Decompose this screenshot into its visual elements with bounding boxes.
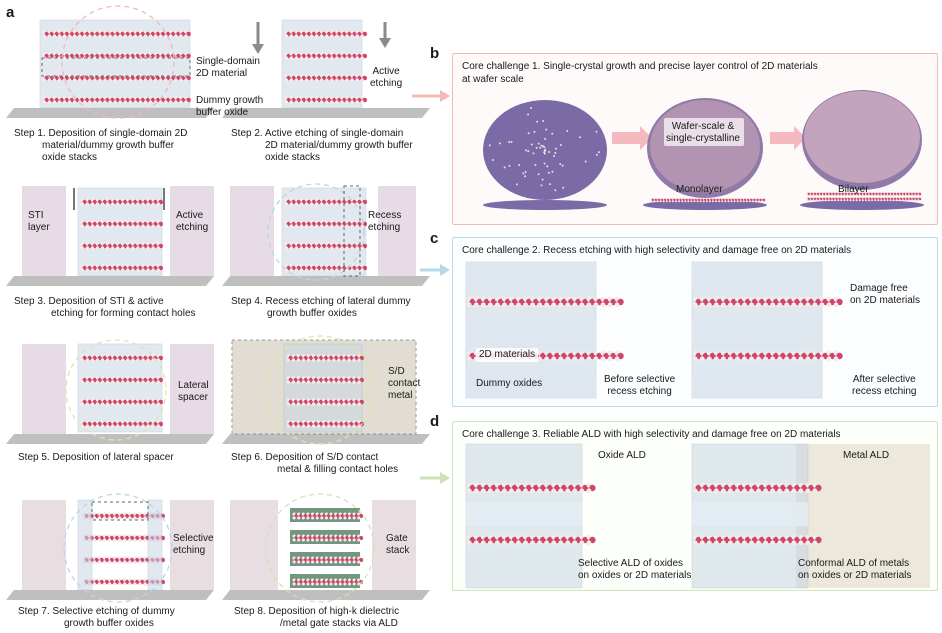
- before-2: recess etching: [604, 386, 675, 398]
- step-8-line-1: Step 8. Deposition of high-k dielectric: [234, 606, 399, 618]
- label-sd-2: contact: [388, 378, 420, 390]
- before-1: Before selective: [604, 374, 675, 386]
- step-5-line-1: Step 5. Deposition of lateral spacer: [18, 452, 174, 464]
- label-metal-ald: Metal ALD: [843, 450, 889, 462]
- selective-ald-1: Selective ALD of oxides: [578, 558, 691, 570]
- label-sd-contact: S/D contact metal: [388, 366, 420, 402]
- challenge-1-line-1: Core challenge 1. Single-crystal growth …: [462, 60, 818, 73]
- label-lateral-1: Lateral: [178, 380, 209, 392]
- step-4-line-2: growth buffer oxides: [231, 308, 411, 320]
- label-selective-2: etching: [173, 545, 214, 557]
- label-lateral-spacer: Lateral spacer: [178, 380, 209, 404]
- after-2: recess etching: [852, 386, 916, 398]
- label-dummy-buffer-2: buffer oxide: [196, 107, 263, 119]
- bilayer-label: Bilayer: [838, 184, 869, 196]
- label-before-etching: Before selective recess etching: [604, 374, 675, 398]
- label-recess-2: etching: [368, 222, 401, 234]
- step-7-line-1: Step 7. Selective etching of dummy: [18, 606, 175, 618]
- step-2-line-1: Step 2. Active etching of single-domain: [231, 128, 413, 140]
- step-2-line-3: oxide stacks: [231, 152, 413, 164]
- monolayer-label: Monolayer: [676, 184, 723, 196]
- step-1-line-2: material/dummy growth buffer: [14, 140, 187, 152]
- damage-free-1: Damage free: [850, 283, 920, 295]
- label-active-etching2-2: etching: [176, 222, 208, 234]
- damage-free-2: on 2D materials: [850, 295, 920, 307]
- label-active-etching-1: Active: [370, 66, 402, 78]
- step-6-line-1: Step 6. Deposition of S/D contact: [231, 452, 398, 464]
- label-damage-free: Damage free on 2D materials: [850, 283, 920, 307]
- label-sti-1: STI: [28, 210, 50, 222]
- step-1-line-3: oxide stacks: [14, 152, 187, 164]
- label-lateral-2: spacer: [178, 392, 209, 404]
- arrow-to-d: [420, 472, 450, 484]
- label-selective-ald: Selective ALD of oxides on oxides or 2D …: [578, 558, 691, 582]
- label-selective-etching: Selective etching: [173, 533, 214, 557]
- step-7-line-2: growth buffer oxides: [18, 618, 175, 630]
- label-selective-1: Selective: [173, 533, 214, 545]
- label-dummy-buffer: Dummy growth buffer oxide: [196, 95, 263, 119]
- label-single-domain-2: 2D material: [196, 68, 260, 80]
- step-5-caption: Step 5. Deposition of lateral spacer: [18, 452, 174, 464]
- conformal-ald-1: Conformal ALD of metals: [798, 558, 911, 570]
- step-8-caption: Step 8. Deposition of high-k dielectric …: [234, 606, 399, 630]
- step-3-line-2: etching for forming contact holes: [14, 308, 196, 320]
- step-1-caption: Step 1. Deposition of single-domain 2D m…: [14, 128, 187, 164]
- label-sd-1: S/D: [388, 366, 420, 378]
- label-2d-materials: 2D materials: [476, 348, 538, 362]
- wafer-label-2: single-crystalline: [666, 133, 740, 145]
- step-6-line-2: metal & filling contact holes: [231, 464, 398, 476]
- label-active-etching-2: etching: [370, 78, 402, 90]
- step-3-line-1: Step 3. Deposition of STI & active: [14, 296, 196, 308]
- step-1-line-1: Step 1. Deposition of single-domain 2D: [14, 128, 187, 140]
- label-after-etching: After selective recess etching: [852, 374, 916, 398]
- step-7-caption: Step 7. Selective etching of dummy growt…: [18, 606, 175, 630]
- selective-ald-2: on oxides or 2D materials: [578, 570, 691, 582]
- wafer-label-1: Wafer-scale &: [666, 121, 740, 133]
- step-2-line-2: 2D material/dummy growth buffer: [231, 140, 413, 152]
- label-single-domain: Single-domain 2D material: [196, 56, 260, 80]
- label-recess-1: Recess: [368, 210, 401, 222]
- label-sd-3: metal: [388, 390, 420, 402]
- arrow-to-b: [412, 90, 450, 102]
- label-gate-2: stack: [386, 545, 409, 557]
- challenge-3-text: Core challenge 3. Reliable ALD with high…: [462, 428, 841, 441]
- label-sti-2: layer: [28, 222, 50, 234]
- challenge-1-text: Core challenge 1. Single-crystal growth …: [462, 60, 818, 86]
- label-oxide-ald: Oxide ALD: [598, 450, 646, 462]
- label-gate-1: Gate: [386, 533, 409, 545]
- step-8-line-2: /metal gate stacks via ALD: [234, 618, 399, 630]
- step-2-caption: Step 2. Active etching of single-domain …: [231, 128, 413, 164]
- label-active-etching2-1: Active: [176, 210, 208, 222]
- label-conformal-ald: Conformal ALD of metals on oxides or 2D …: [798, 558, 911, 582]
- arrow-to-c: [420, 264, 450, 276]
- label-dummy-oxides: Dummy oxides: [476, 378, 542, 390]
- step-3-caption: Step 3. Deposition of STI & active etchi…: [14, 296, 196, 320]
- step-4-line-1: Step 4. Recess etching of lateral dummy: [231, 296, 411, 308]
- label-active-etching-2: Active etching: [176, 210, 208, 234]
- challenge-2-text: Core challenge 2. Recess etching with hi…: [462, 244, 851, 257]
- challenge-1-line-2: at wafer scale: [462, 73, 818, 86]
- label-single-domain-1: Single-domain: [196, 56, 260, 68]
- label-active-etching: Active etching: [370, 66, 402, 90]
- conformal-ald-2: on oxides or 2D materials: [798, 570, 911, 582]
- label-dummy-buffer-1: Dummy growth: [196, 95, 263, 107]
- label-sti-layer: STI layer: [28, 210, 50, 234]
- step-6-caption: Step 6. Deposition of S/D contact metal …: [231, 452, 398, 476]
- step-4-caption: Step 4. Recess etching of lateral dummy …: [231, 296, 411, 320]
- after-1: After selective: [852, 374, 916, 386]
- label-recess-etching: Recess etching: [368, 210, 401, 234]
- wafer-scale-label: Wafer-scale & single-crystalline: [666, 121, 740, 145]
- label-gate-stack: Gate stack: [386, 533, 409, 557]
